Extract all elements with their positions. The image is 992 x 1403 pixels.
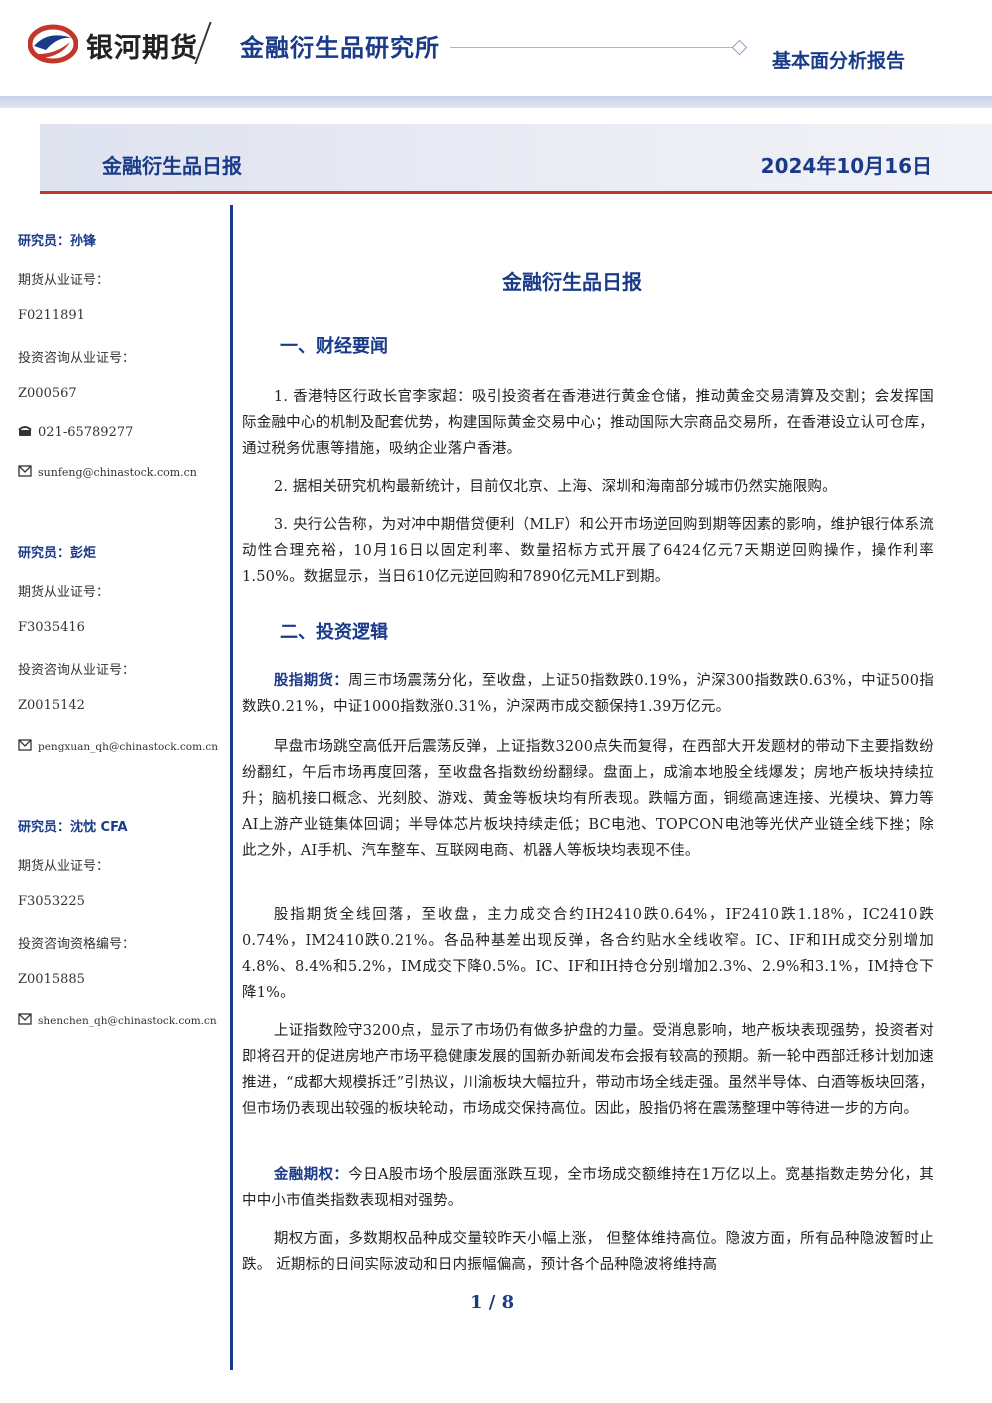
email-row: sunfeng@chinastock.com.cn	[18, 465, 197, 479]
email-icon	[18, 739, 32, 751]
email-address[interactable]: shenchen_qh@chinastock.com.cn	[38, 1015, 217, 1027]
page-number: 1 / 8	[470, 1292, 515, 1313]
analyst-name: 研究员：沈忱 CFA	[18, 820, 128, 835]
consult-label: 投资咨询从业证号：	[18, 351, 136, 366]
email-icon	[18, 465, 32, 477]
stock-index-label: 股指期货：	[273, 673, 349, 689]
company-name: 银河期货	[86, 33, 198, 64]
email-icon	[18, 1013, 32, 1025]
analyst-name: 研究员：彭炬	[18, 546, 97, 561]
galaxy-logo-icon	[28, 24, 78, 64]
license-number: F3053225	[18, 894, 85, 909]
email-row: shenchen_qh@chinastock.com.cn	[18, 1013, 217, 1027]
news-item: 1. 香港特区行政长官李家超：吸引投资者在香港进行黄金仓储，推动黄金交易清算及交…	[242, 389, 934, 457]
consult-label: 投资咨询资格编号：	[18, 937, 136, 952]
phone-number: 021-65789277	[38, 425, 134, 440]
news-item: 2. 据相关研究机构最新统计，目前仅北京、上海、深圳和海南部分城市仍然实施限购。	[273, 479, 837, 495]
report-type: 基本面分析报告	[772, 50, 906, 72]
report-header: 银河期货 金融衍生品研究所 基本面分析报告	[0, 0, 992, 100]
volatility-para: 期权方面，多数期权品种成交量较昨天小幅上涨， 但整体维持高位。隐波方面，所有品种…	[242, 1231, 934, 1273]
sidebar-divider	[230, 205, 233, 1370]
section-heading-news: 一、财经要闻	[280, 336, 388, 357]
options-text: 今日A股市场个股层面涨跌互现，全市场成交额维持在1万亿以上。宽基指数走势分化，其…	[242, 1167, 934, 1209]
phone-icon	[18, 426, 32, 436]
license-number: F0211891	[18, 308, 85, 323]
section-heading-logic: 二、投资逻辑	[280, 622, 388, 643]
banner-date: 2024年10月16日	[760, 154, 932, 178]
stock-index-para: 股指期货：周三市场震荡分化，至收盘，上证50指数跌0.19%，沪深300指数跌0…	[242, 668, 934, 720]
license-label: 期货从业证号：	[18, 585, 110, 600]
consult-number: Z0015142	[18, 698, 85, 713]
market-para: 早盘市场跳空高低开后震荡反弹，上证指数3200点失而复得，在西部大开发题材的带动…	[242, 739, 934, 859]
consult-label: 投资咨询从业证号：	[18, 663, 136, 678]
outlook-para: 上证指数险守3200点，显示了市场仍有做多护盘的力量。受消息影响，地产板块表现强…	[242, 1023, 934, 1117]
diamond-icon	[731, 39, 748, 56]
doc-title: 金融衍生品日报	[502, 270, 642, 294]
analyst-name: 研究员：孙锋	[18, 234, 97, 249]
phone-row: 021-65789277	[18, 425, 133, 440]
license-label: 期货从业证号：	[18, 273, 110, 288]
institute-name: 金融衍生品研究所	[240, 34, 440, 62]
news-item: 3. 央行公告称，为对冲中期借贷便利（MLF）和公开市场逆回购到期等因素的影响，…	[242, 517, 934, 585]
header-stripe	[0, 96, 992, 108]
license-label: 期货从业证号：	[18, 859, 110, 874]
consult-number: Z000567	[18, 386, 77, 401]
email-address[interactable]: sunfeng@chinastock.com.cn	[38, 466, 197, 479]
license-number: F3035416	[18, 620, 85, 635]
title-banner: 金融衍生品日报 2024年10月16日	[40, 124, 992, 194]
banner-title: 金融衍生品日报	[102, 154, 242, 178]
consult-number: Z0015885	[18, 972, 85, 987]
futures-para: 股指期货全线回落，至收盘，主力成交合约IH2410跌0.64%，IF2410跌1…	[242, 907, 934, 1001]
options-para: 金融期权：今日A股市场个股层面涨跌互现，全市场成交额维持在1万亿以上。宽基指数走…	[242, 1162, 934, 1214]
stock-index-text: 周三市场震荡分化，至收盘，上证50指数跌0.19%，沪深300指数跌0.63%，…	[242, 673, 934, 715]
email-address[interactable]: pengxuan_qh@chinastock.com.cn	[38, 741, 219, 753]
email-row: pengxuan_qh@chinastock.com.cn	[18, 739, 218, 753]
options-label: 金融期权：	[273, 1167, 349, 1183]
header-decor-line	[450, 47, 734, 48]
